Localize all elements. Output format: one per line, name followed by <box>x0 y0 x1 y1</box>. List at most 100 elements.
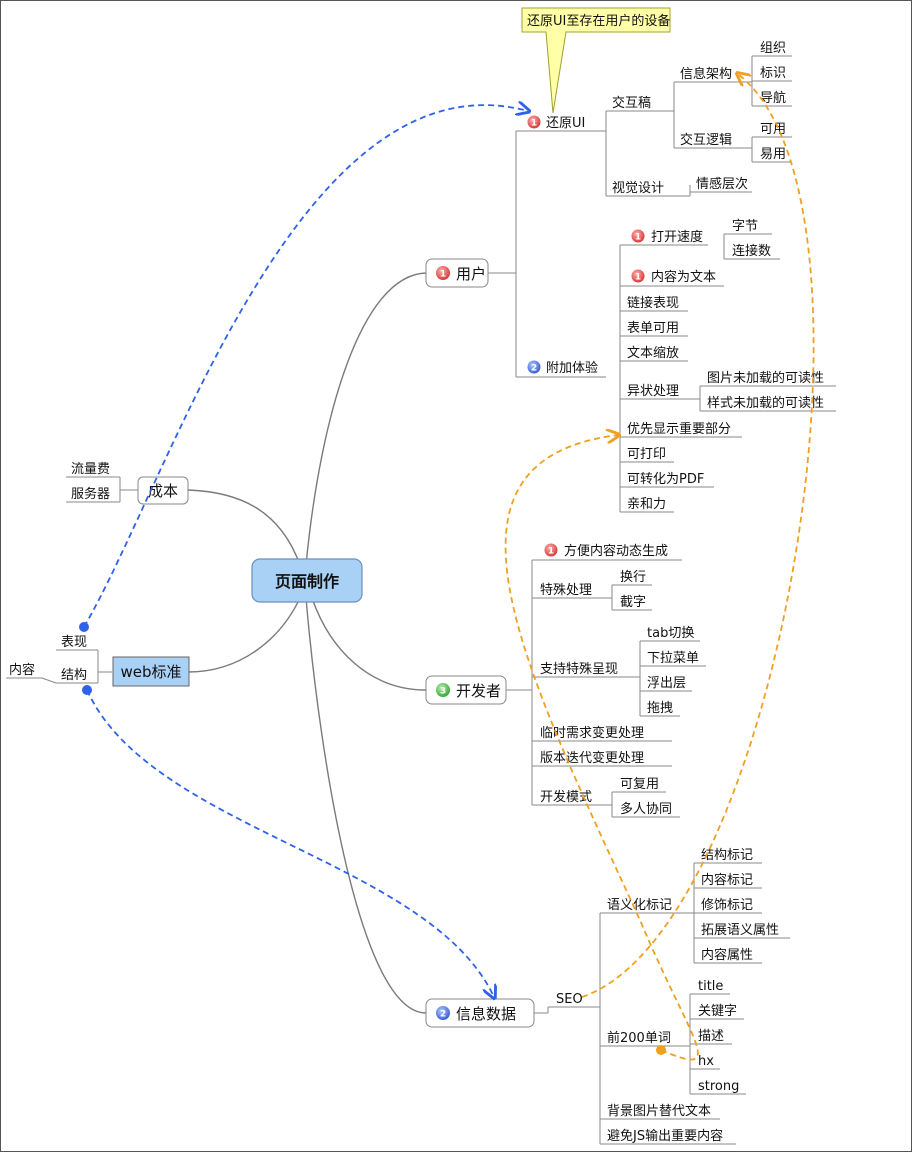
info-arch-item[interactable]: 标识 <box>760 66 786 81</box>
developer-node[interactable]: 3 开发者 <box>425 675 507 705</box>
content-label[interactable]: 内容 <box>9 662 35 678</box>
interaction-draft[interactable]: 交互稿 <box>612 95 651 111</box>
temp-change[interactable]: 临时需求变更处理 <box>540 725 644 741</box>
open-speed-topic[interactable]: 1 打开速度 <box>631 229 704 245</box>
special-handling[interactable]: 特殊处理 <box>540 583 592 598</box>
extra-item[interactable]: 文本缩放 <box>627 345 679 361</box>
left-subtree-lines <box>6 476 138 684</box>
speed-item[interactable]: 字节 <box>732 219 758 234</box>
first200-item[interactable]: hx <box>698 1054 714 1069</box>
restore-ui-topic[interactable]: 1 还原UI <box>527 115 586 132</box>
special-item[interactable]: 换行 <box>620 570 646 585</box>
extra-item[interactable]: 优先显示重要部分 <box>627 421 731 437</box>
svg-text:3: 3 <box>440 687 446 697</box>
semantic-item[interactable]: 内容标记 <box>701 872 753 888</box>
semantic-markup[interactable]: 语义化标记 <box>607 898 672 913</box>
first200-item[interactable]: 关键字 <box>698 1004 737 1019</box>
avoid-js-output[interactable]: 避免JS输出重要内容 <box>607 1128 723 1144</box>
svg-text:2: 2 <box>440 1010 446 1020</box>
web-standard-label: web标准 <box>120 663 181 681</box>
callout-text: 还原UI至存在用户的设备 <box>527 13 670 29</box>
main-branches <box>187 272 427 1014</box>
link-presentation-to-restore-ui <box>83 105 528 628</box>
mode-item[interactable]: 可复用 <box>620 777 659 792</box>
web-standard-node[interactable]: web标准 <box>112 656 190 687</box>
dev-mode[interactable]: 开发模式 <box>540 789 592 805</box>
structure-label[interactable]: 结构 <box>61 668 87 683</box>
extra-item[interactable]: 表单可用 <box>627 321 679 336</box>
first-200-words[interactable]: 前200单词 <box>607 1030 671 1046</box>
extra-experience-label: 附加体验 <box>546 360 598 376</box>
extra-item[interactable]: 亲和力 <box>627 497 666 512</box>
present-item[interactable]: 拖拽 <box>647 701 673 716</box>
priority-1-icon <box>631 269 645 283</box>
present-item[interactable]: tab切换 <box>647 626 694 641</box>
info-architecture[interactable]: 信息架构 <box>680 66 732 82</box>
user-node[interactable]: 1 用户 <box>425 258 489 288</box>
dynamic-content-label: 方便内容动态生成 <box>564 543 668 559</box>
priority-3-icon <box>436 683 450 697</box>
cost-item[interactable]: 服务器 <box>71 486 110 502</box>
text-content-label: 内容为文本 <box>651 269 716 285</box>
present-item[interactable]: 浮出层 <box>647 676 686 691</box>
semantic-item[interactable]: 内容属性 <box>701 947 753 963</box>
exception-item[interactable]: 样式未加载的可读性 <box>707 395 824 411</box>
semantic-item[interactable]: 结构标记 <box>701 848 753 863</box>
visual-design[interactable]: 视觉设计 <box>612 181 664 196</box>
special-item[interactable]: 截字 <box>620 595 646 610</box>
text-content-topic[interactable]: 1 内容为文本 <box>631 269 717 285</box>
link-anchor-dot <box>79 622 89 632</box>
extra-item[interactable]: 链接表现 <box>627 295 679 311</box>
svg-text:1: 1 <box>548 547 554 557</box>
first200-item[interactable]: 描述 <box>698 1029 724 1044</box>
bg-alt-text[interactable]: 背景图片替代文本 <box>607 1104 711 1119</box>
info-arch-item[interactable]: 导航 <box>760 90 786 106</box>
speed-item[interactable]: 连接数 <box>732 243 771 259</box>
seo-label[interactable]: SEO <box>556 992 583 1007</box>
developer-label: 开发者 <box>456 682 501 700</box>
link-seo-to-info-arch <box>581 74 815 998</box>
svg-text:1: 1 <box>635 233 641 243</box>
logic-item[interactable]: 易用 <box>760 147 786 162</box>
link-first200-to-priority-display <box>504 435 699 1061</box>
priority-2-icon <box>527 360 541 374</box>
extra-item[interactable]: 可打印 <box>627 447 666 462</box>
interaction-logic[interactable]: 交互逻辑 <box>680 132 732 148</box>
svg-text:1: 1 <box>440 270 446 280</box>
info-data-label: 信息数据 <box>456 1005 516 1023</box>
first200-item[interactable]: title <box>698 979 723 994</box>
mode-item[interactable]: 多人协同 <box>620 801 672 817</box>
presentation-label[interactable]: 表现 <box>61 635 87 650</box>
exception-handling[interactable]: 异状处理 <box>627 384 679 399</box>
extra-experience-topic[interactable]: 2 附加体验 <box>527 360 599 376</box>
cost-label: 成本 <box>148 482 178 500</box>
dynamic-content-topic[interactable]: 1 方便内容动态生成 <box>544 543 669 559</box>
central-title: 页面制作 <box>275 572 339 591</box>
extra-item[interactable]: 可转化为PDF <box>627 472 704 487</box>
emotion-layer[interactable]: 情感层次 <box>696 176 748 192</box>
priority-1-icon <box>436 266 450 280</box>
cost-node[interactable]: 成本 <box>137 476 189 505</box>
logic-item[interactable]: 可用 <box>760 122 786 137</box>
semantic-item[interactable]: 修饰标记 <box>701 898 753 913</box>
info-arch-item[interactable]: 组织 <box>760 41 786 56</box>
priority-1-icon <box>631 229 645 243</box>
semantic-item[interactable]: 拓展语义属性 <box>701 923 779 938</box>
cost-item[interactable]: 流量费 <box>71 462 110 477</box>
svg-text:1: 1 <box>531 119 537 129</box>
exception-item[interactable]: 图片未加载的可读性 <box>707 370 824 386</box>
info-subtree-lines <box>534 862 790 1145</box>
central-node[interactable]: 页面制作 <box>251 558 363 603</box>
present-item[interactable]: 下拉菜单 <box>647 651 699 666</box>
relationship-links <box>79 74 815 1061</box>
special-presentation[interactable]: 支持特殊呈现 <box>540 662 618 677</box>
info-data-node[interactable]: 2 信息数据 <box>425 998 535 1028</box>
link-anchor-dot <box>82 685 92 695</box>
callout: 还原UI至存在用户的设备 <box>521 7 671 114</box>
priority-1-icon <box>527 115 541 129</box>
link-structure-to-info-data <box>86 689 494 997</box>
first200-item[interactable]: strong <box>698 1079 739 1094</box>
open-speed-label: 打开速度 <box>651 229 703 245</box>
version-change[interactable]: 版本迭代变更处理 <box>540 750 644 766</box>
